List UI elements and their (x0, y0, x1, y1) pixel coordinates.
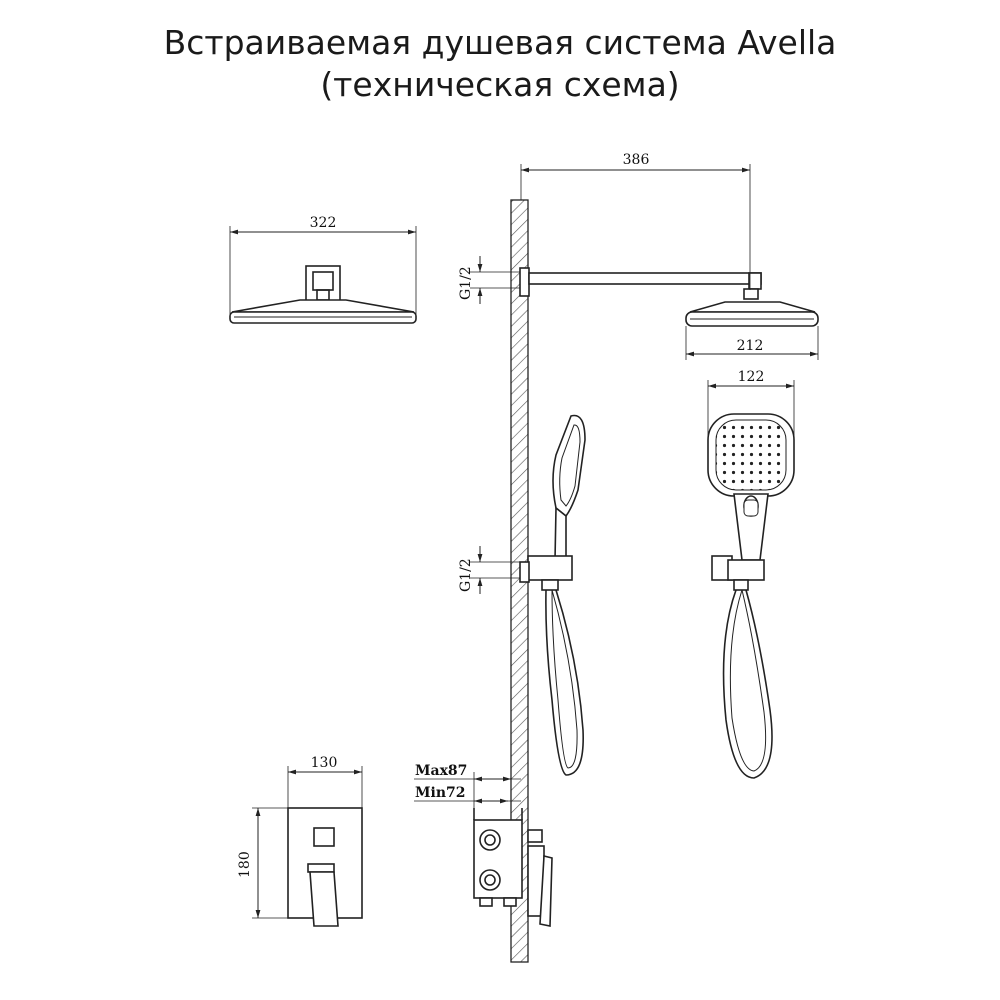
title-line-2: (техническая схема) (320, 65, 680, 104)
label-g12-top: G1/2 (458, 266, 474, 300)
label-min72: Min72 (415, 785, 465, 801)
dimension-panel-height: 180 (237, 807, 288, 919)
dimension-depth: Max87 Min72 (414, 763, 521, 820)
shower-arm-assembly (519, 267, 819, 327)
title-line-1: Встраиваемая душевая система Avella (163, 23, 837, 62)
page-title: Встраиваемая душевая система Avella (тех… (0, 22, 1000, 106)
label-386: 386 (623, 152, 650, 168)
label-180: 180 (237, 851, 253, 878)
dimension-thread-top: G1/2 (458, 256, 520, 304)
dimension-head-side-width: 212 (685, 326, 819, 360)
control-panel-front-view (287, 807, 363, 927)
label-212: 212 (737, 338, 764, 354)
label-122: 122 (738, 369, 765, 385)
dimension-hand-shower-width: 122 (707, 369, 795, 440)
mixer-body-section (473, 808, 553, 927)
hand-shower-front-view (707, 413, 795, 779)
hand-shower-side-view (519, 414, 586, 776)
dimension-head-front-width: 322 (229, 215, 417, 318)
dimension-thread-bottom: G1/2 (458, 546, 520, 594)
label-130: 130 (311, 755, 338, 771)
label-g12-bottom: G1/2 (458, 558, 474, 592)
dimension-panel-width: 130 (287, 755, 363, 808)
overhead-shower-front-view (229, 265, 417, 324)
dimension-arm-length: 386 (520, 152, 751, 290)
label-322: 322 (310, 215, 337, 231)
label-max87: Max87 (415, 763, 467, 779)
